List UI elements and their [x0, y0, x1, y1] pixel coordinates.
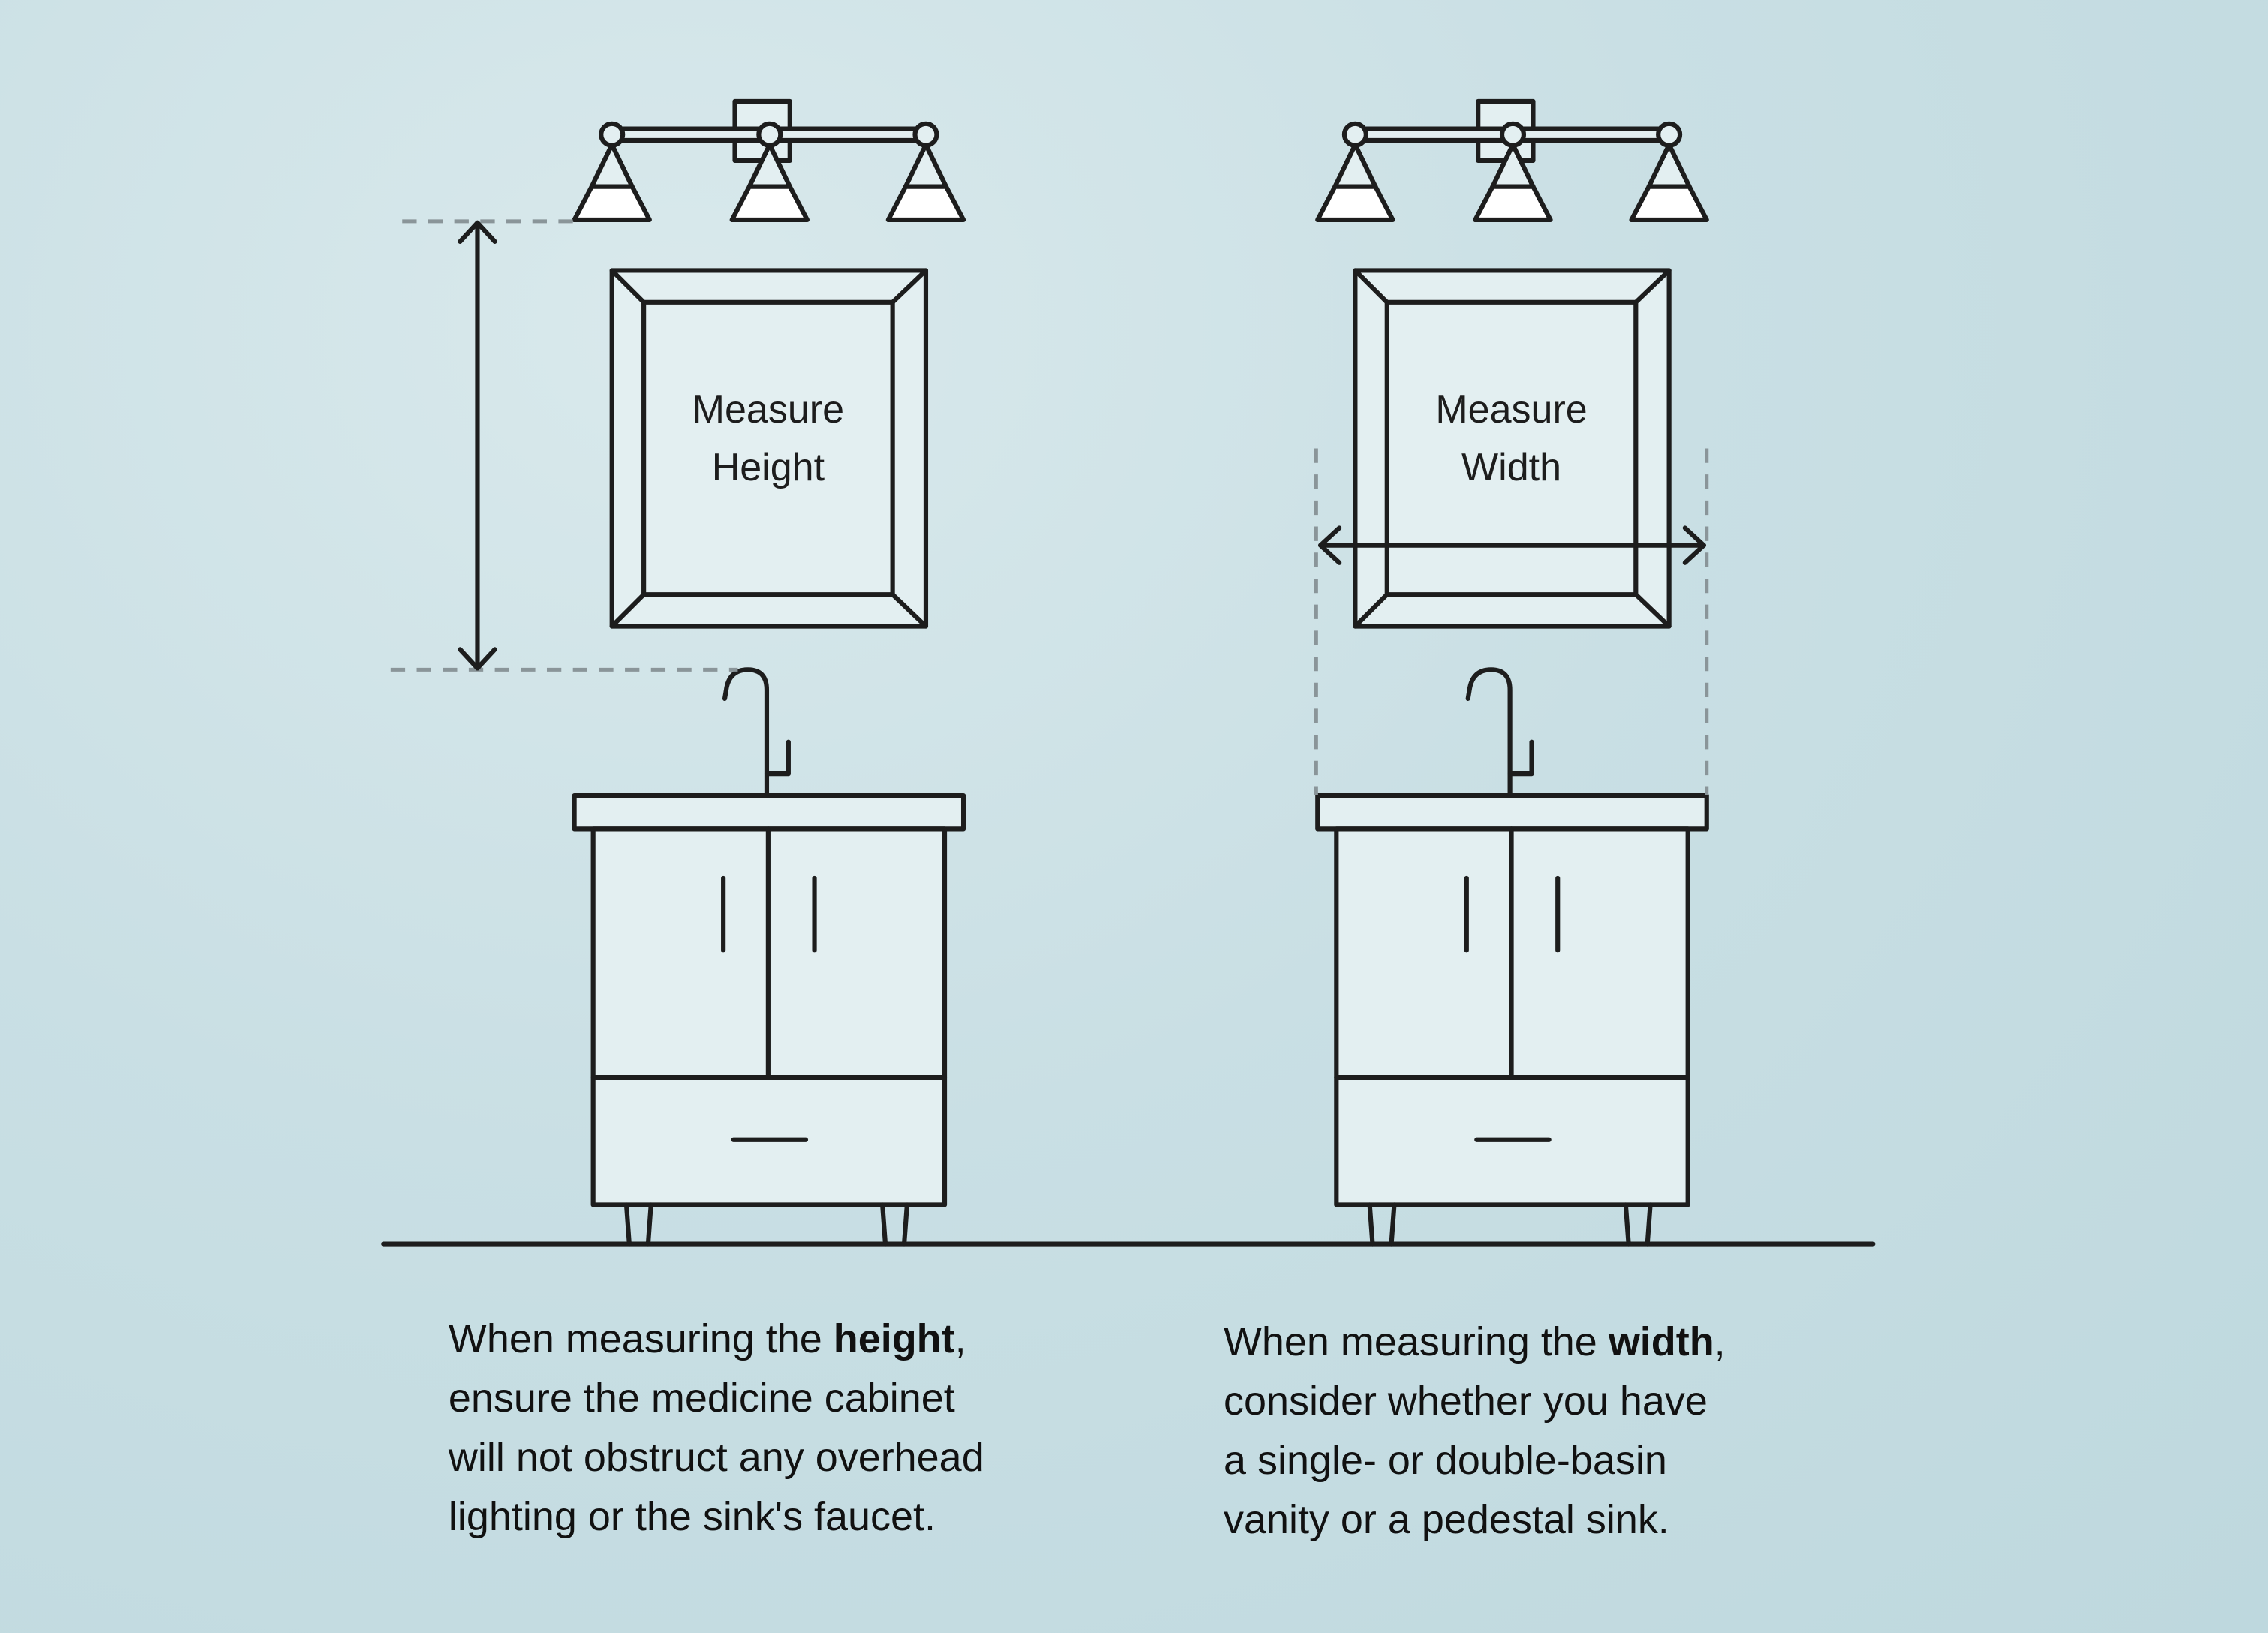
right-panel-width: Measure Width When measuring the width, …: [1224, 101, 1737, 1542]
mirror-label-line1: Measure: [1435, 388, 1587, 432]
mirror-label-line2: Width: [1461, 446, 1561, 489]
mirror-label-line1: Measure: [692, 388, 844, 432]
height-arrow-icon: [458, 220, 497, 671]
vanity-light-fixture: [612, 101, 926, 220]
caption-width: When measuring the width, consider wheth…: [1224, 1319, 1737, 1542]
width-arrow-icon: [1318, 525, 1706, 565]
left-panel-height: Measure Height When measuring the height…: [390, 101, 996, 1539]
caption-height: When measuring the height, ensure the me…: [448, 1316, 996, 1539]
sink-vanity: [1317, 669, 1706, 1244]
sink-vanity: [575, 669, 963, 1244]
vanity-light-fixture: [1355, 101, 1669, 220]
mirror-label-line2: Height: [712, 446, 825, 489]
